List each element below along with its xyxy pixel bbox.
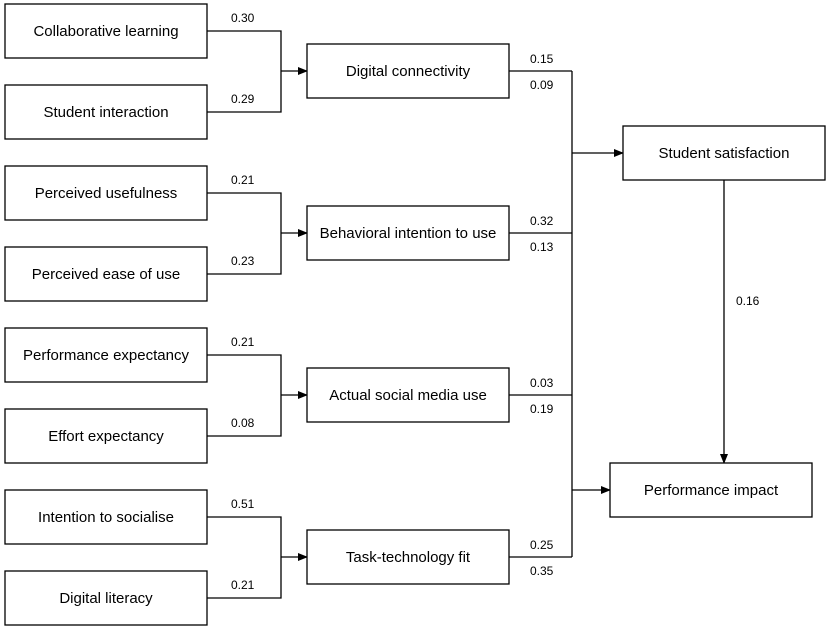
input-node-its-box (4, 489, 208, 545)
input-node-ee-label: Effort expectancy (48, 428, 164, 445)
input-node-cl-label: Collaborative learning (33, 23, 178, 40)
input-node-si-label: Student interaction (43, 104, 168, 121)
mediator-node-bi-label: Behavioral intention to use (320, 225, 497, 242)
outcome-node-pi-label: Performance impact (644, 482, 779, 499)
input-node-pu-label: Perceived usefulness (35, 185, 178, 202)
mediator-node-ttf: Task-technology fit (306, 529, 510, 585)
weight-ss-pi: 0.16 (736, 294, 760, 308)
weight-dl-ttf: 0.21 (231, 578, 255, 592)
weight-bi-satisfaction: 0.32 (530, 214, 554, 228)
mediator-node-asm-box (306, 367, 510, 423)
weight-si-dc: 0.29 (231, 92, 255, 106)
weight-cl-dc: 0.30 (231, 11, 255, 25)
weight-peu-bi: 0.23 (231, 254, 255, 268)
weight-bi-performance: 0.13 (530, 240, 554, 254)
weight-dc-satisfaction: 0.15 (530, 52, 554, 66)
edge-dl-ttf (207, 557, 282, 599)
input-node-ee: Effort expectancy (4, 408, 208, 464)
edge-cl-dc (207, 30, 282, 71)
edge-its-ttf (207, 516, 282, 557)
input-node-peu-label: Perceived ease of use (32, 266, 180, 283)
input-node-si: Student interaction (4, 84, 208, 140)
input-node-si-box (4, 84, 208, 140)
edge-pe-asm (207, 354, 282, 395)
outcome-node-ss-box (622, 125, 826, 181)
input-node-dl-label: Digital literacy (59, 590, 153, 607)
mediator-node-ttf-label: Task-technology fit (346, 549, 471, 566)
input-node-dl-box (4, 570, 208, 626)
input-node-ee-box (4, 408, 208, 464)
mediator-node-dc-box (306, 43, 510, 99)
weight-pe-asm: 0.21 (231, 335, 255, 349)
edge-si-dc (207, 71, 282, 113)
weight-ttf-performance: 0.35 (530, 564, 554, 578)
input-node-pe: Performance expectancy (4, 327, 208, 383)
input-node-peu: Perceived ease of use (4, 246, 208, 302)
input-node-its: Intention to socialise (4, 489, 208, 545)
weight-ee-asm: 0.08 (231, 416, 255, 430)
input-node-peu-box (4, 246, 208, 302)
input-node-its-label: Intention to socialise (38, 509, 174, 526)
edges-layer (207, 30, 728, 599)
weight-pu-bi: 0.21 (231, 173, 255, 187)
weight-ttf-satisfaction: 0.25 (530, 538, 554, 552)
mediator-node-ttf-box (306, 529, 510, 585)
weight-asm-satisfaction: 0.03 (530, 376, 554, 390)
input-node-cl: Collaborative learning (4, 3, 208, 59)
mediator-node-dc-label: Digital connectivity (346, 63, 471, 80)
mediator-node-dc: Digital connectivity (306, 43, 510, 99)
edge-peu-bi (207, 233, 282, 275)
mediator-node-asm: Actual social media use (306, 367, 510, 423)
outcome-node-ss-label: Student satisfaction (659, 145, 790, 162)
mediator-node-asm-label: Actual social media use (329, 387, 487, 404)
outcome-node-pi-box (609, 462, 813, 518)
weight-its-ttf: 0.51 (231, 497, 255, 511)
weight-dc-performance: 0.09 (530, 78, 554, 92)
edge-pu-bi (207, 192, 282, 233)
edge-ee-asm (207, 395, 282, 437)
outcome-node-ss: Student satisfaction (622, 125, 826, 181)
mediator-node-bi-box (306, 205, 510, 261)
weight-asm-performance: 0.19 (530, 402, 554, 416)
input-node-cl-box (4, 3, 208, 59)
input-node-pe-box (4, 327, 208, 383)
input-node-dl: Digital literacy (4, 570, 208, 626)
input-node-pu-box (4, 165, 208, 221)
mediator-node-bi: Behavioral intention to use (306, 205, 510, 261)
outcome-node-pi: Performance impact (609, 462, 813, 518)
input-node-pu: Perceived usefulness (4, 165, 208, 221)
input-node-pe-label: Performance expectancy (23, 347, 189, 364)
labels-layer: 0.30 0.29 0.21 0.23 0.21 0.08 0.51 0.21 0.15 0.09… (231, 11, 760, 592)
